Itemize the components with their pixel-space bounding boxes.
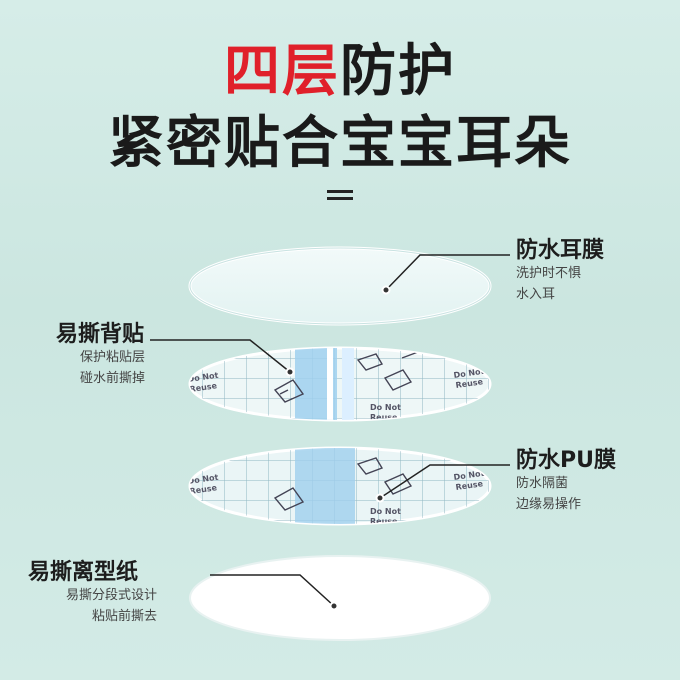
print-reuse-3: Reuse: [370, 413, 398, 422]
headline: 四层防护: [0, 44, 680, 100]
print-do-not-1: Do Not: [187, 371, 219, 384]
print-do-not-5: Do Not: [453, 469, 485, 482]
print-reuse-6: Reuse: [370, 517, 398, 526]
print-do-not-3: Do Not: [370, 403, 401, 412]
headline-black: 防护: [340, 39, 456, 104]
print-do-not-6: Do Not: [370, 507, 401, 516]
print-reuse-4: Reuse: [189, 483, 218, 496]
layer-membrane: [188, 246, 492, 326]
layer-pu-film: Do Not Reuse Do Not Reuse Do Not Reuse: [187, 446, 492, 526]
layer-backing: Do Not Reuse Do Not Reuse Do Not Reuse: [187, 346, 492, 422]
label-backing: 易撕背贴 保护粘贴层 碰水前撕掉: [56, 322, 146, 386]
layer-release-paper: [189, 555, 491, 641]
label-release-paper: 易撕离型纸 易撕分段式设计 粘贴前撕去: [28, 560, 158, 624]
headline-red: 四层: [224, 39, 340, 104]
subheadline: 紧密贴合宝宝耳朵: [108, 111, 572, 176]
print-do-not-4: Do Not: [187, 473, 219, 486]
label-pu-film: 防水PU膜 防水隔菌 边缘易操作: [516, 448, 616, 512]
print-do-not-2: Do Not: [453, 367, 485, 380]
equals-sign: [327, 190, 353, 200]
print-reuse-5: Reuse: [455, 479, 484, 492]
print-reuse-2: Reuse: [455, 377, 484, 390]
print-reuse-1: Reuse: [189, 381, 218, 394]
label-membrane: 防水耳膜 洗护时不惧 水入耳: [516, 238, 605, 302]
